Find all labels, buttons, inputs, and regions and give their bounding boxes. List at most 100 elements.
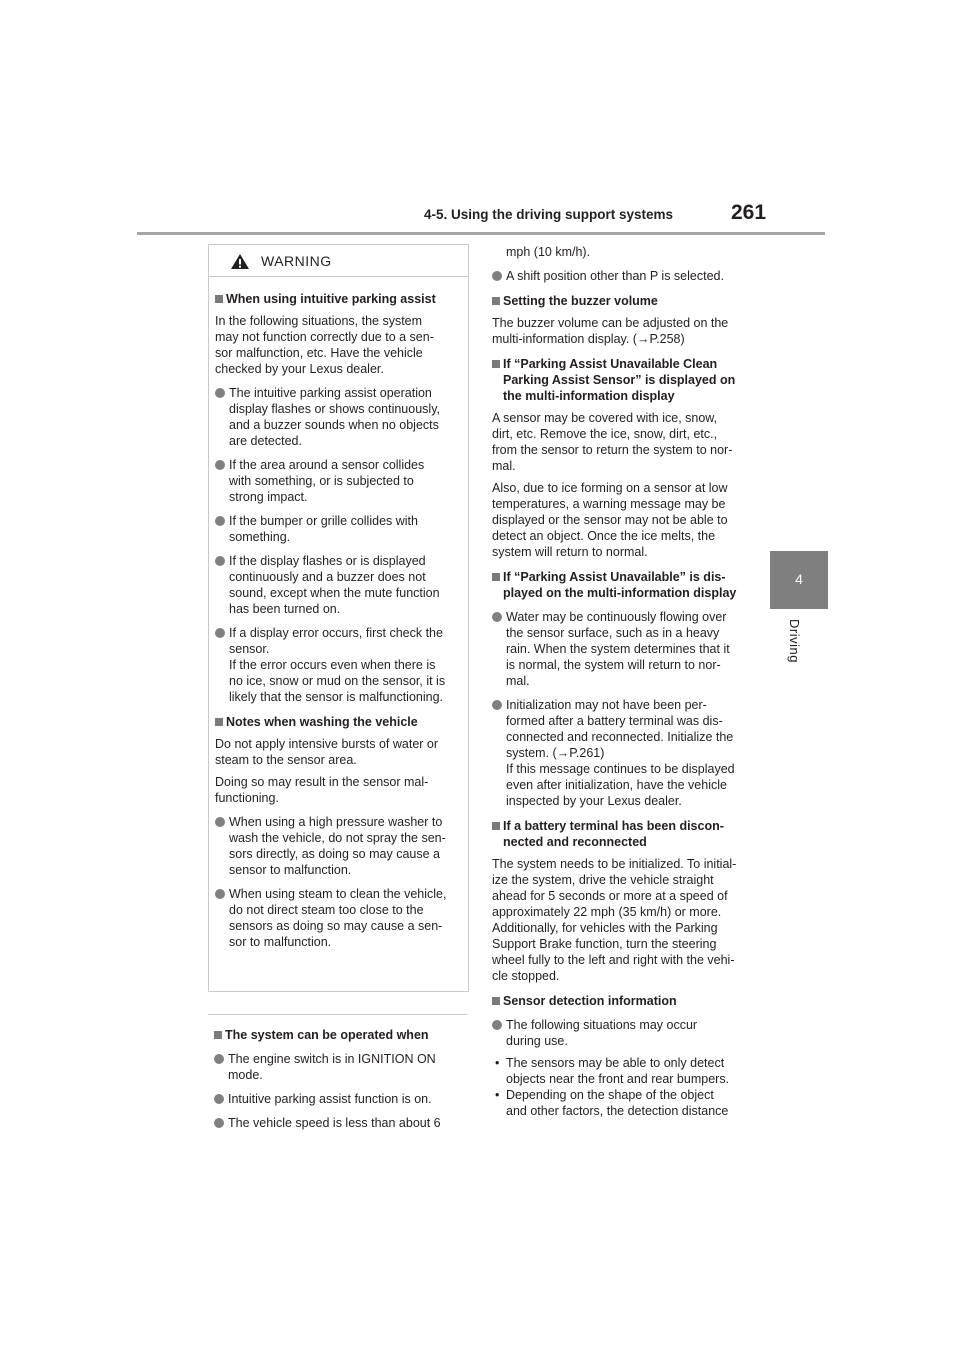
text-line: The intuitive parking assist operation [229, 386, 432, 400]
text-line: The system can be operated when [225, 1028, 429, 1042]
text-line: If “Parking Assist Unavailable Clean [503, 357, 718, 371]
circle-bullet-icon [215, 556, 225, 566]
text-line: approximately 22 mph (35 km/h) or more. [492, 905, 722, 919]
text-line: strong impact. [229, 490, 308, 504]
text-line: sensors as doing so may cause a sen- [229, 919, 443, 933]
text-line: functioning. [215, 791, 279, 805]
text-line: mode. [228, 1068, 263, 1082]
bullet-item: Intuitive parking assist function is on. [214, 1091, 468, 1107]
text-line: with something, or is subjected to [229, 474, 414, 488]
text-line: likely that the sensor is malfunctioning… [229, 690, 443, 704]
square-bullet-icon [492, 997, 500, 1005]
text-line: objects near the front and rear bumpers. [506, 1072, 730, 1086]
text-line: If the error occurs even when there is [229, 658, 436, 672]
text-line: Doing so may result in the sensor mal- [215, 775, 429, 789]
dot-bullet-icon: • [495, 1088, 500, 1102]
text-line: The following situations may occur [506, 1018, 698, 1032]
text-line: wash the vehicle, do not spray the sen- [229, 831, 446, 845]
text-line: multi-information display. (→P.258) [492, 332, 685, 346]
text-line: Support Brake function, turn the steerin… [492, 937, 717, 951]
header-divider [137, 232, 825, 235]
circle-bullet-icon [214, 1094, 224, 1104]
paragraph: Also, due to ice forming on a sensor at … [492, 480, 754, 560]
circle-bullet-icon [492, 1020, 502, 1030]
square-bullet-icon [215, 718, 223, 726]
square-bullet-icon [492, 297, 500, 305]
circle-bullet-icon [215, 817, 225, 827]
text-line: mal. [506, 674, 530, 688]
text-line: even after initialization, have the vehi… [506, 778, 727, 792]
text-line: ahead for 5 seconds or more at a speed o… [492, 889, 728, 903]
text-line: A sensor may be covered with ice, snow, [492, 411, 718, 425]
section-title: 4-5. Using the driving support systems [424, 207, 674, 222]
text-line: temperatures, a warning message may be [492, 497, 726, 511]
warning-header: WARNING [209, 245, 468, 277]
text-line: If the bumper or grille collides with [229, 514, 418, 528]
text-line: mph (10 km/h). [506, 245, 591, 259]
circle-bullet-icon [214, 1118, 224, 1128]
circle-bullet-icon [492, 612, 502, 622]
circle-bullet-icon [215, 889, 225, 899]
paragraph: A sensor may be covered with ice, snow,d… [492, 410, 754, 474]
text-line: inspected by your Lexus dealer. [506, 794, 682, 808]
text-line: The sensors may be able to only detect [506, 1056, 725, 1070]
text-line: the multi-information display [503, 389, 675, 403]
column-divider [208, 1014, 467, 1015]
text-line: has been turned on. [229, 602, 341, 616]
text-line: If the display flashes or is displayed [229, 554, 426, 568]
circle-bullet-icon [214, 1054, 224, 1064]
text-line: and a buzzer sounds when no objects [229, 418, 439, 432]
text-line: In the following situations, the system [215, 314, 423, 328]
text-line: system. (→P.261) [506, 746, 605, 760]
text-line: A shift position other than P is selecte… [506, 269, 724, 283]
bullet-item: If a display error occurs, first check t… [215, 625, 460, 705]
circle-bullet-icon [215, 388, 225, 398]
text-line: Sensor detection information [503, 994, 677, 1008]
circle-bullet-icon [492, 271, 502, 281]
text-line: system will return to normal. [492, 545, 648, 559]
chapter-tab[interactable]: 4 [770, 551, 828, 609]
warning-title: WARNING [261, 253, 332, 269]
text-line: connected and reconnected. Initialize th… [506, 730, 734, 744]
warning-content: When using intuitive parking assist In th… [209, 277, 460, 950]
text-line: cle stopped. [492, 969, 560, 983]
text-line: sensor to malfunction. [229, 863, 352, 877]
bullet-item: When using a high pressure washer to wash… [215, 814, 460, 878]
text-line: sors directly, as doing so may cause a [229, 847, 440, 861]
text-line: Setting the buzzer volume [503, 294, 658, 308]
bullet-item: Initialization may not have been per-for… [492, 697, 754, 809]
text-line: and other factors, the detection distanc… [506, 1104, 729, 1118]
text-line: Notes when washing the vehicle [226, 715, 418, 729]
text-line: If the area around a sensor collides [229, 458, 425, 472]
continued-text: mph (10 km/h). [492, 244, 754, 260]
text-line: formed after a battery terminal was dis- [506, 714, 723, 728]
square-bullet-icon [215, 295, 223, 303]
paragraph: The system needs to be initialized. To i… [492, 856, 754, 984]
warning-triangle-icon [231, 254, 249, 269]
text-line: are detected. [229, 434, 302, 448]
text-line: ize the system, drive the vehicle straig… [492, 873, 714, 887]
text-line: continuously and a buzzer does not [229, 570, 426, 584]
text-line: If a display error occurs, first check t… [229, 626, 443, 640]
section-heading: If “Parking Assist Unavailable” is dis-p… [492, 569, 754, 601]
text-line: rain. When the system determines that it [506, 642, 730, 656]
bullet-item: If the area around a sensor collides with… [215, 457, 460, 505]
circle-bullet-icon [492, 700, 502, 710]
section-heading: Notes when washing the vehicle [215, 714, 460, 730]
circle-bullet-icon [215, 516, 225, 526]
text-line: do not direct steam too close to the [229, 903, 424, 917]
circle-bullet-icon [215, 628, 225, 638]
text-line: If “Parking Assist Unavailable” is dis- [503, 570, 726, 584]
paragraph: Doing so may result in the sensor mal-fu… [215, 774, 460, 806]
text-line: When using intuitive parking assist [226, 292, 436, 306]
text-line: When using a high pressure washer to [229, 815, 443, 829]
text-line: If this message continues to be displaye… [506, 762, 735, 776]
text-line: The vehicle speed is less than about 6 [228, 1116, 441, 1130]
text-line: Intuitive parking assist function is on. [228, 1092, 432, 1106]
